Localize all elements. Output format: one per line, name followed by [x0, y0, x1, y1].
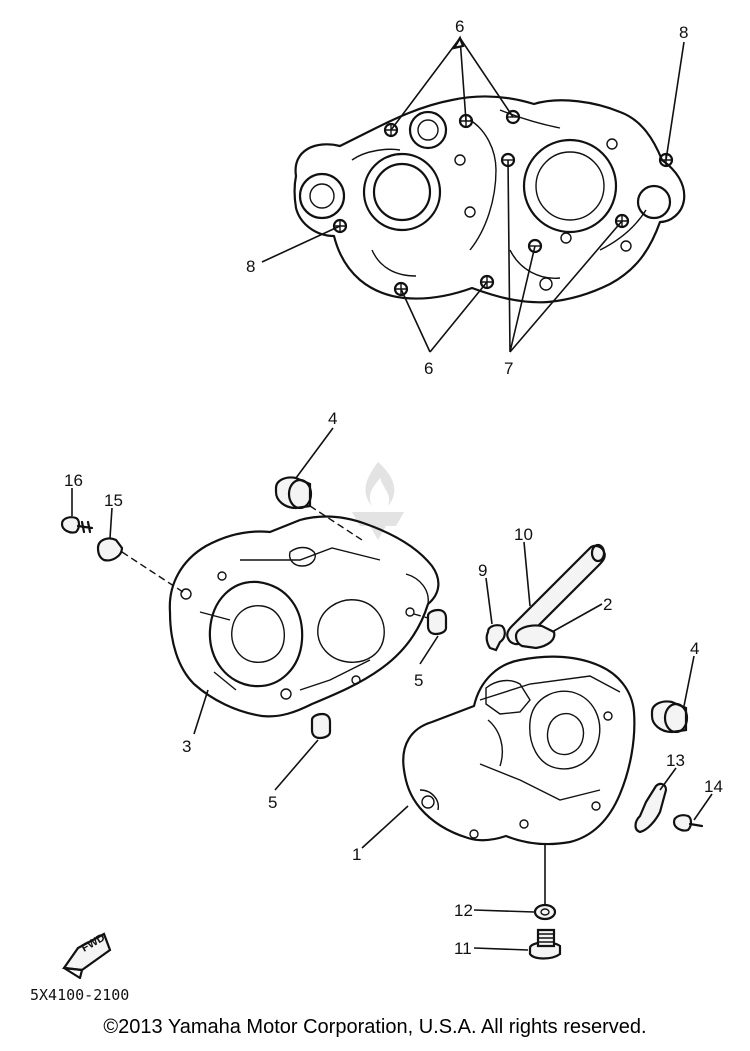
callout-8-left: 8 [246, 257, 255, 276]
left-small-parts [60, 476, 448, 740]
callout-8-top: 8 [679, 23, 688, 42]
bracket-13 [634, 782, 668, 834]
fitting-9 [485, 624, 506, 652]
callout-5-bottom: 5 [268, 793, 277, 812]
callout-4-right: 4 [690, 639, 699, 658]
callout-6-bottom: 6 [424, 359, 433, 378]
leader-lines-left [71, 427, 439, 791]
dowel-5-bottom [310, 712, 332, 740]
callout-7: 7 [504, 359, 513, 378]
callout-14: 14 [704, 777, 723, 796]
callout-12: 12 [454, 901, 473, 920]
callout-10: 10 [514, 525, 533, 544]
screw-16 [60, 516, 94, 534]
screw-14 [672, 814, 704, 832]
callout-15: 15 [104, 491, 123, 510]
bearing-4-right [650, 700, 689, 734]
diagram-code: 5X4100-2100 [30, 986, 129, 1004]
right-crankcase-half [402, 655, 636, 846]
pipe-10 [506, 543, 606, 646]
leader-lines-top [261, 35, 685, 353]
left-crankcase-half [168, 515, 440, 718]
fwd-arrow-icon: FWD [62, 932, 112, 980]
callout-labels: 6 8 8 6 7 4 16 15 10 9 2 4 5 3 5 13 14 1… [30, 17, 723, 1004]
callout-5-right: 5 [414, 671, 423, 690]
leader-lines-right [361, 541, 713, 951]
callout-1: 1 [352, 845, 361, 864]
right-small-parts [485, 543, 704, 960]
clamp-2 [514, 624, 556, 650]
crankcase-top-view [293, 95, 686, 304]
bearing-4-top [274, 476, 313, 510]
washer-12 [533, 903, 557, 921]
callout-4-top: 4 [328, 409, 337, 428]
dowel-5-right [426, 608, 448, 636]
callout-6-top: 6 [455, 17, 464, 36]
drain-bolt-11 [528, 928, 562, 960]
callout-13: 13 [666, 751, 685, 770]
plug-15 [96, 537, 124, 562]
callout-9: 9 [478, 561, 487, 580]
watermark-logo [352, 462, 404, 540]
callout-2: 2 [603, 595, 612, 614]
callout-11: 11 [454, 939, 472, 958]
callout-3: 3 [182, 737, 191, 756]
callout-16: 16 [64, 471, 83, 490]
copyright-notice: ©2013 Yamaha Motor Corporation, U.S.A. A… [103, 1016, 647, 1038]
